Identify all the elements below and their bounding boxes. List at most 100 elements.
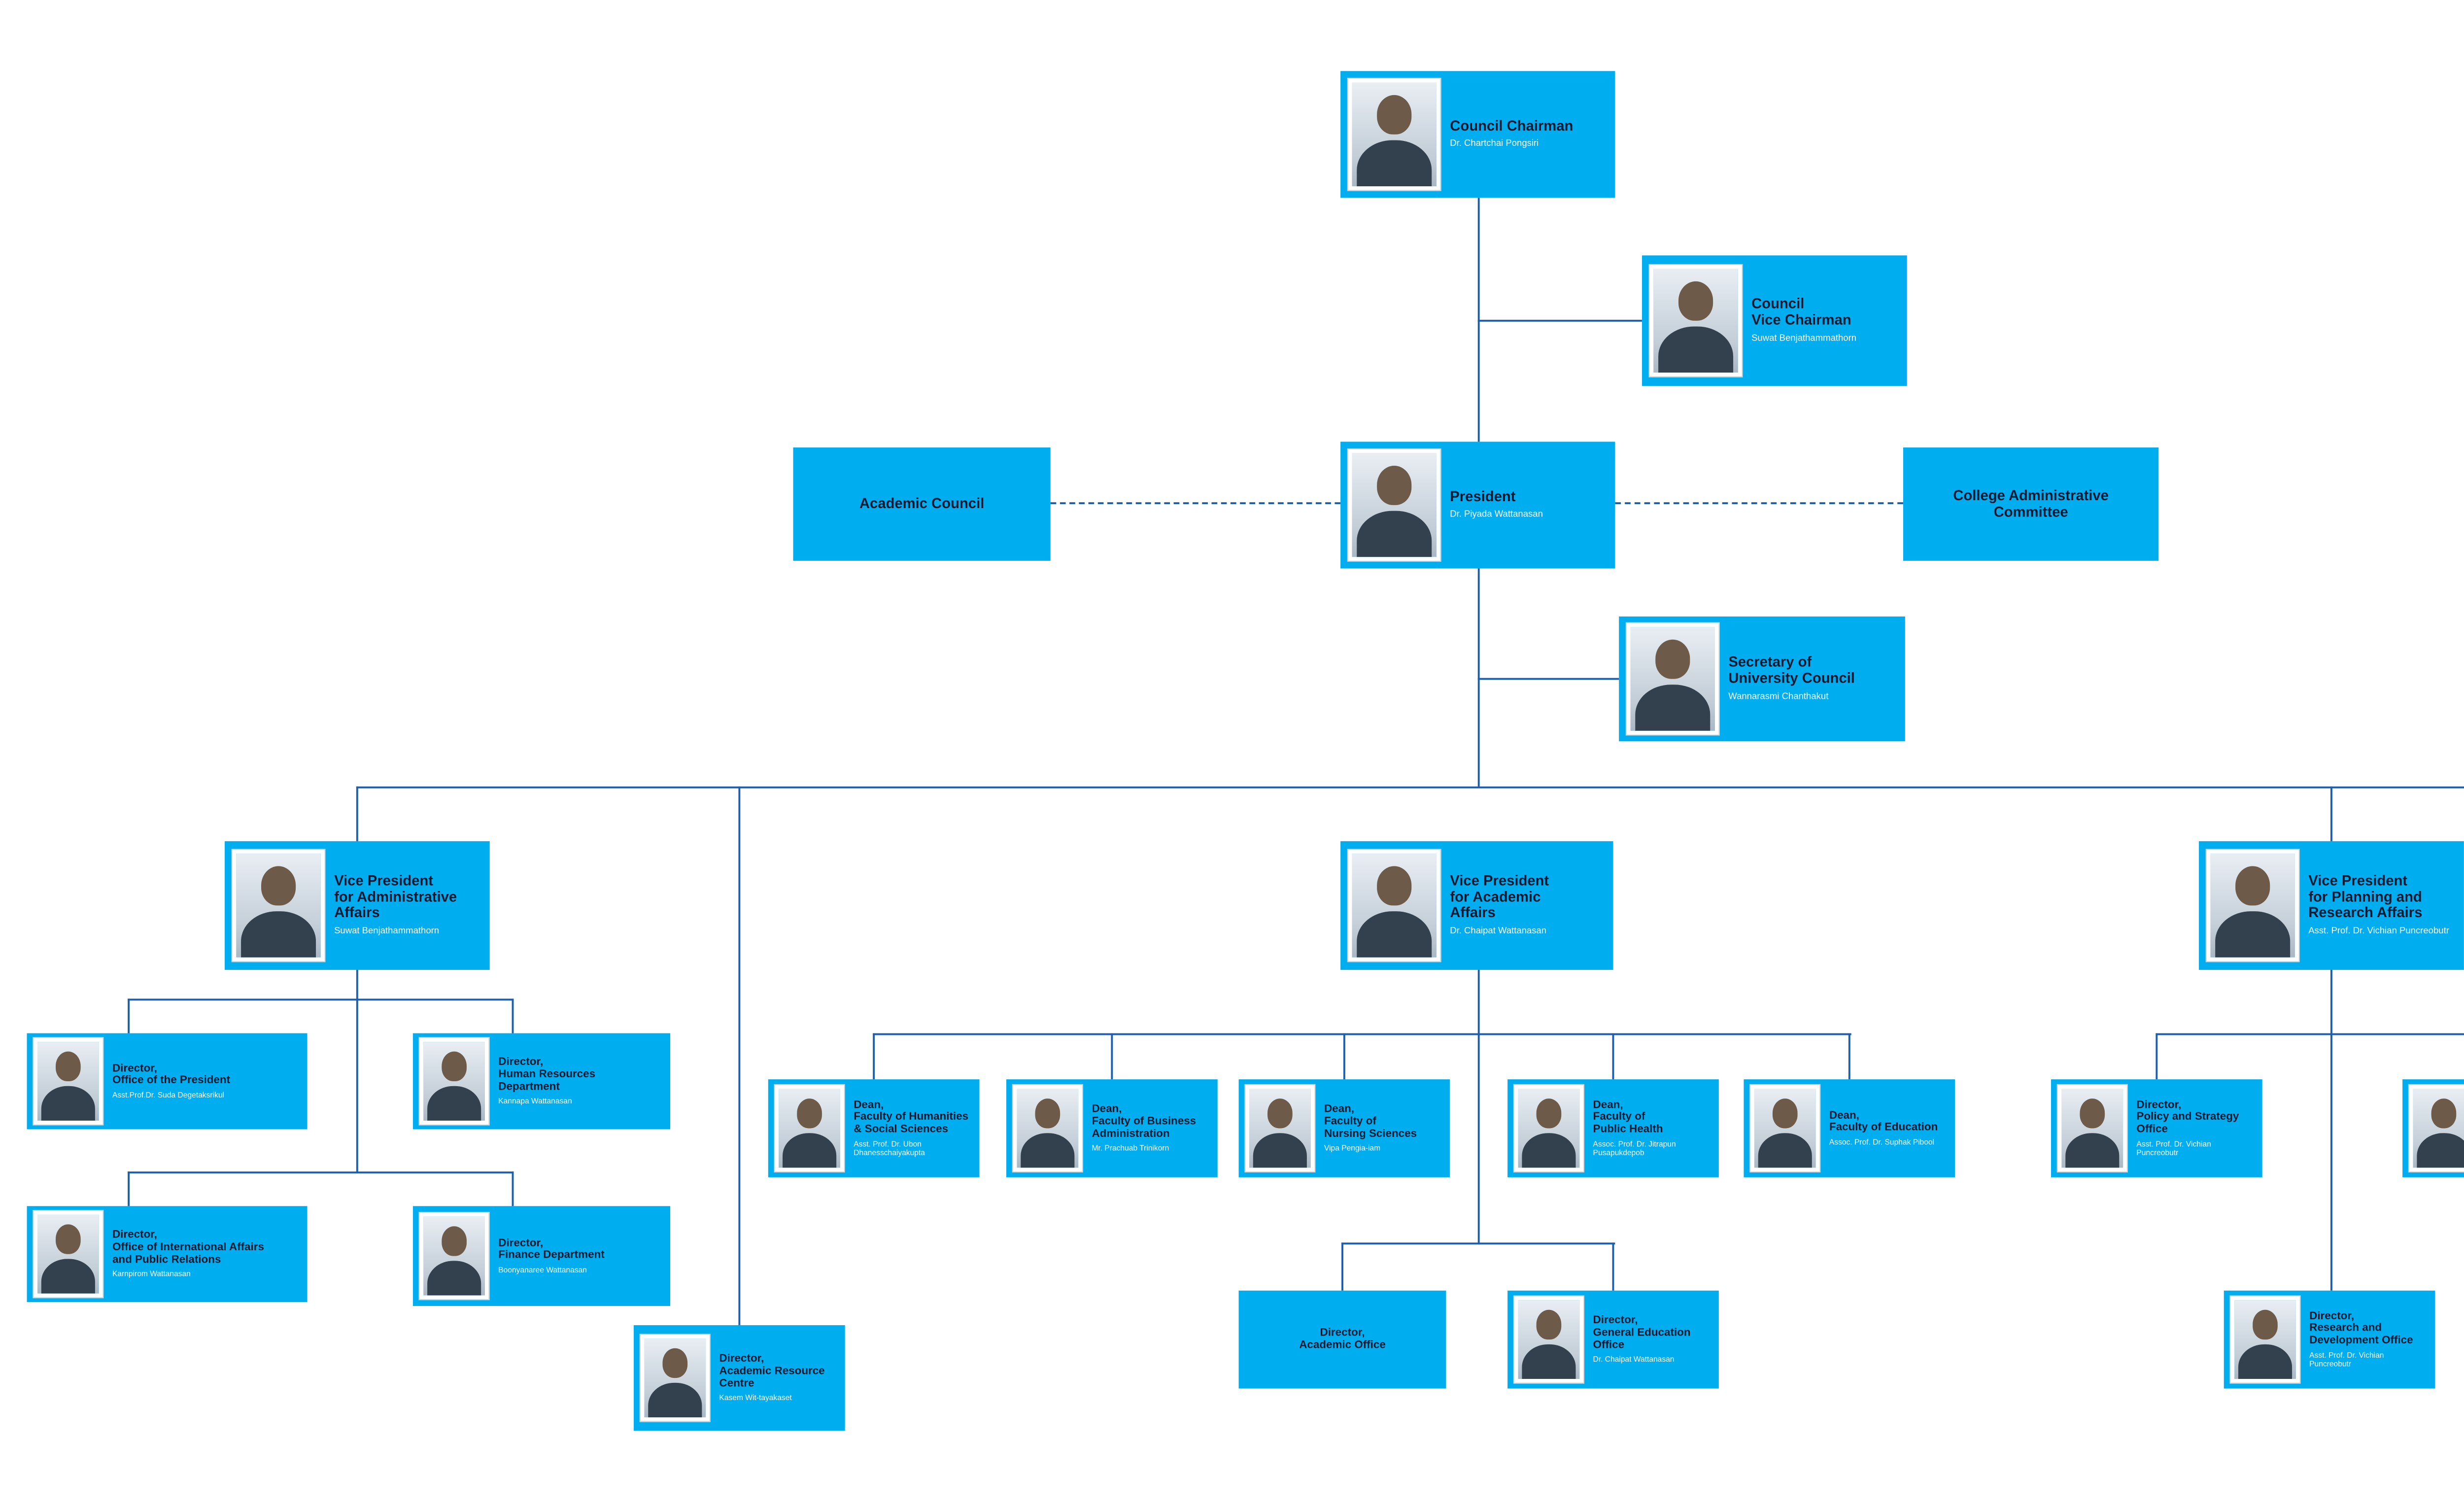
portrait-photo [640, 1335, 710, 1421]
node-name: Kasem Wit-tayakaset [719, 1393, 792, 1403]
node-name: Asst.Prof.Dr. Suda Degetaksrikul [112, 1091, 224, 1100]
org-node-dir-research-development: Director, Research and Development Offic… [2224, 1290, 2435, 1389]
node-title: Director, Policy and Strategy Office [2136, 1099, 2239, 1135]
node-title: Dean, Faculty of Nursing Sciences [1324, 1103, 1417, 1140]
connector-line [356, 998, 358, 1174]
node-title: College Administrative Committee [1953, 487, 2109, 521]
portrait-photo [1013, 1085, 1082, 1172]
node-title: Council Vice Chairman [1751, 296, 1851, 329]
connector-line [1848, 1033, 1850, 1080]
connector-line [128, 1171, 514, 1174]
connector-line [1612, 1242, 1614, 1291]
org-node-dean-nursing: Dean, Faculty of Nursing Sciences Vipa P… [1238, 1079, 1450, 1177]
node-title: Vice President for Planning and Research… [2308, 872, 2423, 922]
portrait-photo [1348, 78, 1440, 190]
org-node-vp-academic: Vice President for Academic Affairs Dr. … [1340, 841, 1613, 970]
portrait-photo [1348, 850, 1440, 961]
node-name: Assoc. Prof. Dr. Jitrapun Pusapukdepob [1593, 1139, 1676, 1157]
org-node-vp-planning-research: Vice President for Planning and Research… [2199, 841, 2464, 970]
portrait-photo [775, 1085, 844, 1172]
connector-line [512, 998, 514, 1033]
node-title: Director, Research and Development Offic… [2309, 1310, 2413, 1347]
portrait-photo [1245, 1085, 1315, 1172]
connector-line [1477, 319, 1642, 322]
portrait-photo [1514, 1296, 1584, 1383]
connector-line [1477, 198, 1480, 442]
portrait-photo [419, 1212, 489, 1300]
node-name: Asst. Prof. Dr. Ubon Dhanesschaiyakupta [854, 1139, 925, 1157]
portrait-photo [232, 850, 325, 961]
node-title: President [1450, 488, 1516, 505]
portrait-photo [34, 1038, 103, 1125]
node-name: Suwat Benjathammathorn [1751, 333, 1857, 344]
org-node-council-chairman: Council Chairman Dr. Chartchai Pongsiri [1340, 71, 1615, 198]
node-name: Kannapa Wattanasan [498, 1097, 572, 1106]
node-title: Dean, Faculty of Business Administration [1092, 1103, 1197, 1140]
node-title: Vice President for Academic Affairs [1450, 872, 1549, 922]
node-title: Secretary of University Council [1728, 654, 1855, 687]
portrait-photo [2057, 1085, 2127, 1172]
node-title: Director, Office of the President [112, 1063, 231, 1087]
connector-line [1343, 1033, 1345, 1080]
connector-line [873, 1033, 1851, 1035]
node-name: Wannarasmi Chanthakut [1728, 691, 1829, 702]
connector-line [1612, 1033, 1614, 1080]
node-title: Dean, Faculty of Public Health [1593, 1099, 1663, 1135]
connector-line [128, 998, 514, 1001]
connector-line [1341, 1242, 1615, 1245]
connector-line [1477, 678, 1619, 680]
node-title: Director, Human Resources Department [498, 1057, 596, 1093]
connector-line [128, 1171, 130, 1206]
portrait-photo [2230, 1296, 2300, 1383]
org-node-dir-academic-office: Director, Academic Office [1238, 1290, 1446, 1389]
org-node-dir-academic-resource: Director, Academic Resource Centre Kasem… [634, 1325, 845, 1431]
connector-line [356, 786, 358, 841]
org-node-president: President Dr. Piyada Wattanasan [1340, 442, 1615, 569]
connector-line-dashed [1050, 502, 1341, 504]
org-node-academic-council: Academic Council [793, 447, 1051, 561]
portrait-photo [1649, 265, 1742, 377]
connector-line [356, 969, 358, 1001]
org-node-secretary-university-council: Secretary of University Council Wannaras… [1619, 616, 1905, 742]
connector-line [2330, 1033, 2332, 1291]
node-title: Director, Finance Department [498, 1237, 605, 1262]
portrait-photo [1348, 449, 1440, 561]
connector-line [1477, 1033, 1480, 1245]
node-name: Dr. Chaipat Wattanasan [1593, 1355, 1675, 1364]
node-name: Mr. Prachuab Trinikorn [1092, 1144, 1169, 1153]
org-node-dir-finance: Director, Finance Department Boonyanaree… [412, 1206, 671, 1306]
node-title: Council Chairman [1450, 117, 1574, 135]
portrait-photo [2409, 1085, 2464, 1172]
node-title: Dean, Faculty of Education [1829, 1110, 1938, 1134]
node-name: Suwat Benjathammathorn [334, 926, 440, 937]
node-title: Director, Office of International Affair… [112, 1229, 264, 1266]
org-node-council-vice-chairman: Council Vice Chairman Suwat Benjathammat… [1642, 255, 1907, 386]
portrait-photo [2206, 850, 2299, 961]
node-title: Director, Academic Resource Centre [719, 1353, 825, 1389]
connector-line [128, 998, 130, 1033]
portrait-photo [1750, 1085, 1820, 1172]
org-node-dir-international-pr: Director, Office of International Affair… [27, 1206, 308, 1303]
connector-line [512, 1171, 514, 1206]
connector-line [1341, 1242, 1343, 1291]
node-name: Dr. Piyada Wattanasan [1450, 509, 1543, 520]
node-title: Dean, Faculty of Humanities & Social Sci… [854, 1099, 969, 1135]
portrait-photo [1514, 1085, 1584, 1172]
org-node-dean-business: Dean, Faculty of Business Administration… [1006, 1079, 1218, 1177]
connector-line [2156, 1033, 2158, 1080]
connector-line [1477, 969, 1480, 1035]
node-name: Asst. Prof. Dr. Vichian Puncreobutr [2308, 926, 2449, 937]
connector-line [1111, 1033, 1113, 1080]
node-title: Academic Council [859, 496, 985, 513]
node-title: Director, General Education Office [1593, 1315, 1691, 1351]
node-name: Assoc. Prof. Dr. Suphak Pibool [1829, 1138, 1935, 1147]
org-node-dean-education: Dean, Faculty of Education Assoc. Prof. … [1744, 1079, 1955, 1177]
node-title: Vice President for Administrative Affair… [334, 872, 457, 922]
org-node-dean-public-health: Dean, Faculty of Public Health Assoc. Pr… [1507, 1079, 1719, 1177]
node-title: Director, Academic Office [1299, 1327, 1386, 1351]
node-name: Asst. Prof. Dr. Vichian Puncreobutr [2136, 1139, 2211, 1157]
portrait-photo [1626, 623, 1719, 735]
connector-line-dashed [1615, 502, 1903, 504]
connector-line [2330, 786, 2332, 841]
node-name: Dr. Chaipat Wattanasan [1450, 926, 1547, 937]
